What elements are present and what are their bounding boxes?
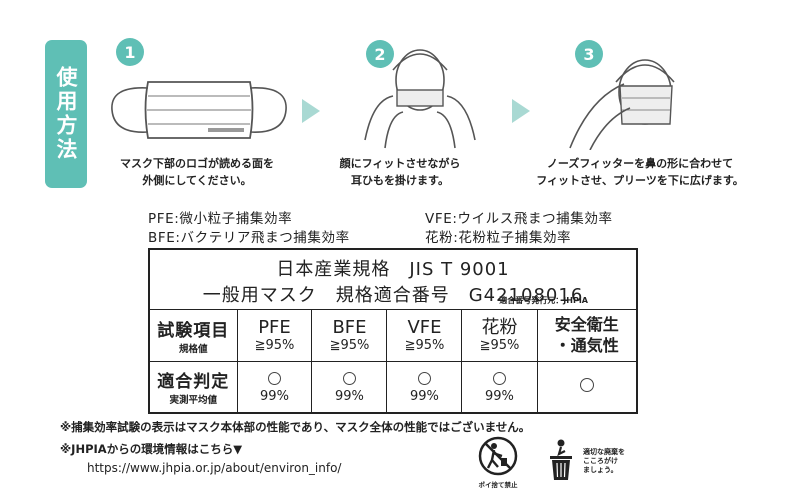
face-hands-illustration [364,49,476,149]
note-environment: ※JHPIAからの環境情報はこちら▼ [60,442,243,456]
pollen-result-cell: 99% [461,360,538,414]
conformity-cell: 適合判定 実測平均値 [148,360,238,414]
usage-tab-label: 使用方法 [54,66,78,162]
table-title-line2: 一般用マスク 規格適合番号 G42108016 [202,285,584,307]
step-1-text: マスク下部のロゴが読める面を 外側にしてください。 [120,157,274,187]
vfe-spec-cell: VFE≧95% [386,308,463,362]
pass-circle-icon [492,371,506,385]
step-3-number: 3 [575,40,603,68]
vfe-result-cell: 99% [386,360,463,414]
pfe-spec-cell: PFE≧95% [236,308,313,362]
arrow-icon [512,99,530,123]
table-header: 日本産業規格 JIS T 9001 一般用マスク 規格適合番号 G4210801… [148,248,638,310]
pass-circle-icon [267,371,281,385]
jis-standard-table: 日本産業規格 JIS T 9001 一般用マスク 規格適合番号 G4210801… [148,248,638,414]
no-litter-caption: ポイ捨て禁止 [478,481,518,489]
pass-circle-icon [579,378,594,393]
definition-pollen: 花粉:花粉粒子捕集効率 [425,230,572,246]
note-performance: ※捕集効率試験の表示はマスク本体部の性能であり、マスク全体の性能ではございません… [60,420,531,434]
trash-caption: 適切な廃棄を こころがけ ましょう。 [583,448,625,474]
step-1-number: 1 [116,38,144,66]
table-row: 適合判定 実測平均値 99% 99% 99% 99% [148,360,638,414]
definition-vfe: VFE:ウイルス飛まつ捕集効率 [425,211,613,227]
issuer-label: 適合番号発行元：JHPIA [499,295,588,305]
pfe-result-cell: 99% [236,360,313,414]
step-2-number: 2 [366,40,394,68]
bfe-result-cell: 99% [311,360,388,414]
no-litter-icon [478,436,518,476]
usage-tab: 使用方法 [45,40,87,188]
arrow-icon [302,99,320,123]
mask-illustration [111,81,287,139]
definition-pfe: PFE:微小粒子捕集効率 [148,211,293,227]
face-fit-illustration [569,59,675,150]
table-title-line1: 日本産業規格 JIS T 9001 [276,259,510,281]
definition-bfe: BFE:バクテリア飛まつ捕集効率 [148,230,350,246]
step-3-text: ノーズフィッターを鼻の形に合わせて フィットさせ、プリーツを下に広げます。 [536,157,744,187]
pass-circle-icon [417,371,431,385]
step-2-text: 顔にフィットさせながら 耳ひもを掛けます。 [339,157,461,187]
pass-circle-icon [342,371,356,385]
bfe-spec-cell: BFE≧95% [311,308,388,362]
safety-cell: 安全衛生 ・通気性 [536,308,638,362]
environment-link[interactable]: https://www.jhpia.or.jp/about/environ_in… [87,461,342,475]
pollen-spec-cell: 花粉≧95% [461,308,538,362]
trash-can-icon [550,439,572,480]
safety-result-cell [536,360,638,414]
table-row: 試験項目 規格値 PFE≧95% BFE≧95% VFE≧95% 花粉≧95% … [148,308,638,362]
test-item-cell: 試験項目 規格値 [148,308,238,362]
